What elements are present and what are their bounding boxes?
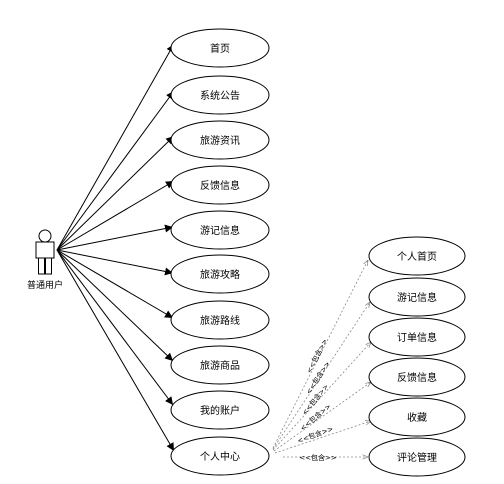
association-line: [56, 249, 174, 362]
use-case-travel-news[interactable]: 旅游资讯: [170, 120, 270, 160]
use-case-label: 系统公告: [200, 89, 240, 102]
use-case-system-notice[interactable]: 系统公告: [170, 75, 270, 115]
included-use-case-personal-home[interactable]: 个人首页: [368, 236, 466, 276]
association-line: [56, 224, 174, 251]
association-line: [56, 180, 175, 251]
included-use-case-feedback[interactable]: 反馈信息: [368, 357, 466, 397]
use-case-label: 订单信息: [397, 331, 437, 344]
included-use-case-list: 个人首页 游记信息 订单信息 反馈信息 收藏 评论管理: [368, 236, 466, 477]
include-line: [272, 302, 370, 450]
use-case-travel-route[interactable]: 旅游路线: [170, 300, 270, 340]
use-case-label: 首页: [210, 42, 230, 55]
use-case-label: 旅游攻略: [200, 268, 240, 281]
use-case-label: 评论管理: [397, 451, 437, 464]
include-lines: [272, 260, 371, 457]
association-line: [56, 43, 175, 251]
use-case-travel-notes[interactable]: 游记信息: [170, 210, 270, 250]
include-line: [272, 342, 371, 451]
included-use-case-orders[interactable]: 订单信息: [368, 317, 466, 357]
use-case-my-account[interactable]: 我的账户: [170, 390, 270, 430]
included-use-case-comments[interactable]: 评论管理: [368, 437, 466, 477]
use-case-label: 游记信息: [397, 291, 437, 304]
use-case-label: 我的账户: [200, 404, 240, 417]
use-case-label: 反馈信息: [200, 179, 240, 192]
association-line: [56, 249, 174, 319]
use-case-feedback[interactable]: 反馈信息: [170, 165, 270, 205]
association-line: [56, 90, 175, 251]
use-case-home[interactable]: 首页: [170, 28, 270, 68]
association-line: [56, 249, 174, 406]
include-labels: <<包含>> <<包含>> <<包含>> <<包含>> <<包含>> <<包含>…: [296, 337, 337, 462]
association-line: [56, 249, 174, 276]
included-use-case-travel-notes[interactable]: 游记信息: [368, 277, 466, 317]
use-case-label: 反馈信息: [397, 371, 437, 384]
included-use-case-favorites[interactable]: 收藏: [368, 397, 466, 437]
stick-figure-user-icon: [35, 229, 55, 275]
use-case-label: 个人首页: [397, 250, 437, 263]
use-case-travel-goods[interactable]: 旅游商品: [170, 345, 270, 385]
use-case-label: 旅游路线: [200, 314, 240, 327]
association-lines: [56, 43, 175, 452]
use-case-label: 旅游资讯: [200, 134, 240, 147]
use-case-list: 首页 系统公告 旅游资讯 反馈信息 游记信息 旅游攻略 旅游路线 旅游商品: [170, 28, 270, 476]
use-case-personal-center[interactable]: 个人中心: [170, 436, 270, 476]
use-case-label: 旅游商品: [200, 359, 240, 372]
association-line: [56, 135, 175, 251]
association-line: [56, 249, 175, 452]
use-case-label: 收藏: [407, 411, 427, 424]
use-case-label: 游记信息: [200, 224, 240, 237]
include-line: [272, 260, 368, 449]
actor-label: 普通用户: [27, 279, 63, 291]
use-case-travel-guide[interactable]: 旅游攻略: [170, 254, 270, 294]
actor: 普通用户: [27, 229, 63, 291]
use-case-label: 个人中心: [200, 450, 240, 463]
include-line: [274, 421, 371, 454]
include-label: <<包含>>: [299, 453, 337, 462]
